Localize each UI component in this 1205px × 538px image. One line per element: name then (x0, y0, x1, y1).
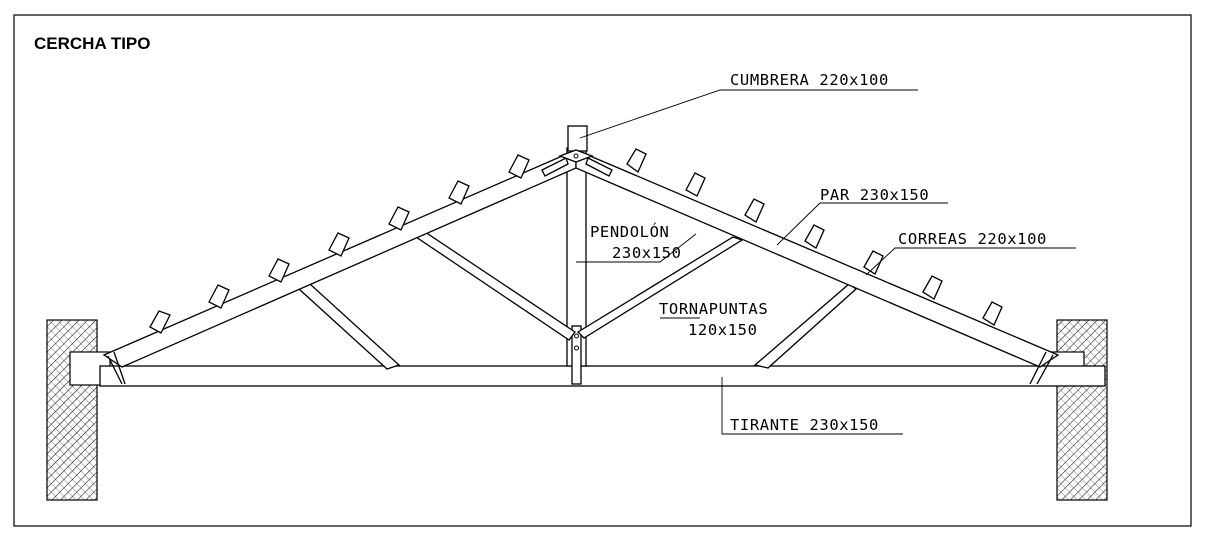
label-pendolon-name: PENDOLÓN (590, 222, 669, 241)
label-par: PAR 230x150 (820, 186, 929, 204)
leader-lines (576, 89, 1076, 435)
label-tornapuntas-size: 120x150 (688, 321, 758, 339)
label-correas: CORREAS 220x100 (898, 230, 1047, 248)
label-pendolon-size: 230x150 (612, 244, 682, 262)
drawing-title: CERCHA TIPO (34, 34, 151, 53)
label-cumbrera: CUMBRERA 220x100 (730, 71, 889, 89)
tirante-beam (99, 365, 1106, 387)
drawing-border (13, 14, 1192, 527)
correas-left (149, 154, 530, 334)
tornapuntas-struts (297, 231, 858, 370)
pendolon-post (566, 147, 587, 385)
par-rafters (102, 149, 1060, 385)
label-tirante: TIRANTE 230x150 (730, 416, 879, 434)
cumbrera-ridge (541, 125, 613, 177)
label-tornapuntas-name: TORNAPUNTAS (659, 300, 768, 318)
right-wall (1043, 319, 1108, 501)
left-wall (46, 319, 111, 501)
correas-right (626, 148, 1003, 326)
